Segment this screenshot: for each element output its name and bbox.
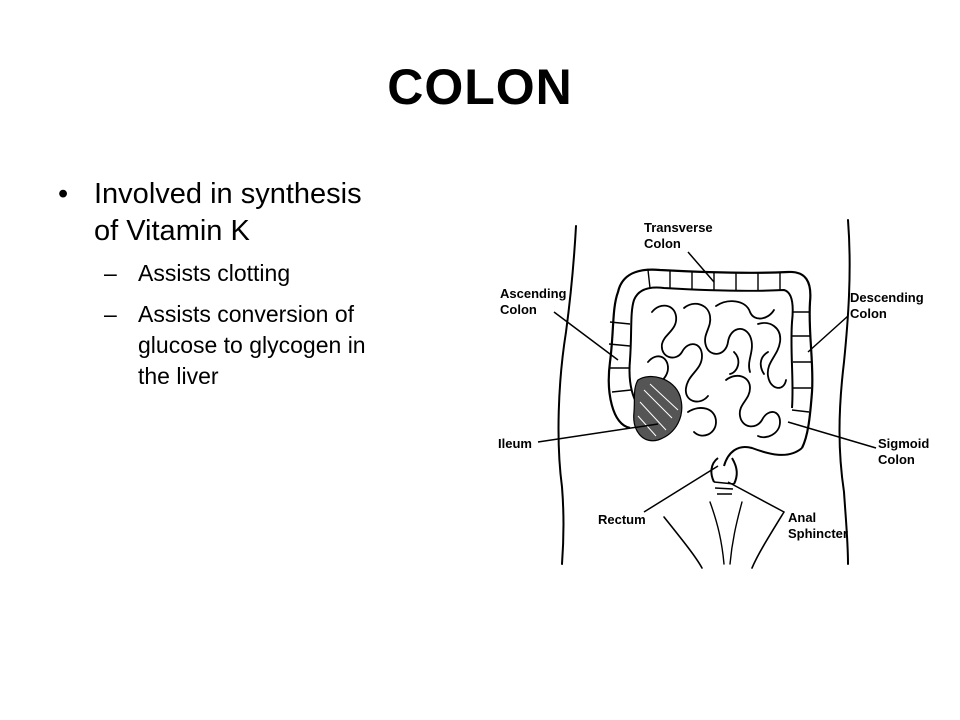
sub-bullet-line: glucose to glycogen in (138, 332, 366, 358)
leader-anal (727, 481, 785, 513)
sub-bullet-glycogen: – Assists conversion of glucose to glyco… (104, 299, 468, 392)
leader-ascending (553, 311, 619, 361)
bullet-line-2: of Vitamin K (94, 215, 250, 247)
label-transverse-colon: Transverse (644, 220, 713, 235)
body-outline-left (557, 225, 577, 565)
label-sigmoid-colon-2: Colon (878, 452, 915, 467)
label-ascending-colon-2: Colon (500, 302, 537, 317)
label-anal-sphincter: Anal (788, 510, 816, 525)
sigmoid-colon (723, 446, 803, 467)
haustra-ascending (608, 321, 632, 393)
haustra-descending (791, 311, 812, 413)
label-transverse-colon-2: Colon (644, 236, 681, 251)
sub-bullet-dash: – (104, 260, 117, 286)
leg-line-left (663, 516, 703, 569)
rectum (710, 457, 738, 485)
body-outline-right (838, 219, 851, 565)
colon-inner (628, 286, 794, 413)
label-rectum: Rectum (598, 512, 646, 527)
leg-line-right (751, 511, 785, 569)
sub-bullet-line: the liver (138, 363, 219, 389)
leader-lines (537, 251, 877, 513)
leader-ileum (537, 423, 659, 443)
bullet-vitamin-k: • Involved in synthesis of Vitamin K (58, 176, 468, 250)
sub-bullet-clotting: – Assists clotting (104, 258, 468, 289)
slide-title: COLON (387, 59, 573, 115)
sub-bullet-dash: – (104, 301, 117, 327)
label-descending-colon: Descending (850, 290, 924, 305)
label-ascending-colon: Ascending (500, 286, 567, 301)
leader-sigmoid (787, 421, 877, 449)
leader-rectum (643, 465, 719, 513)
label-ileum: Ileum (498, 436, 532, 451)
bullet-line-1: Involved in synthesis (94, 178, 362, 210)
label-descending-colon-2: Colon (850, 306, 887, 321)
colon-diagram: Transverse Colon Ascending Colon Descend… (498, 219, 929, 569)
label-sigmoid-colon: Sigmoid (878, 436, 929, 451)
ileum-shading (633, 375, 683, 442)
sub-bullet-list: – Assists clotting – Assists conversion … (58, 258, 468, 392)
leader-descending (807, 315, 849, 353)
colon-outer (607, 268, 814, 449)
sub-bullet-line: Assists conversion of (138, 301, 355, 327)
leader-transverse (687, 251, 715, 283)
groin-detail (709, 501, 743, 565)
bullet-dot: • (58, 178, 69, 210)
label-anal-sphincter-2: Sphincter (788, 526, 848, 541)
bullet-list: • Involved in synthesis of Vitamin K – A… (58, 176, 468, 402)
sub-bullet-line: Assists clotting (138, 260, 291, 286)
